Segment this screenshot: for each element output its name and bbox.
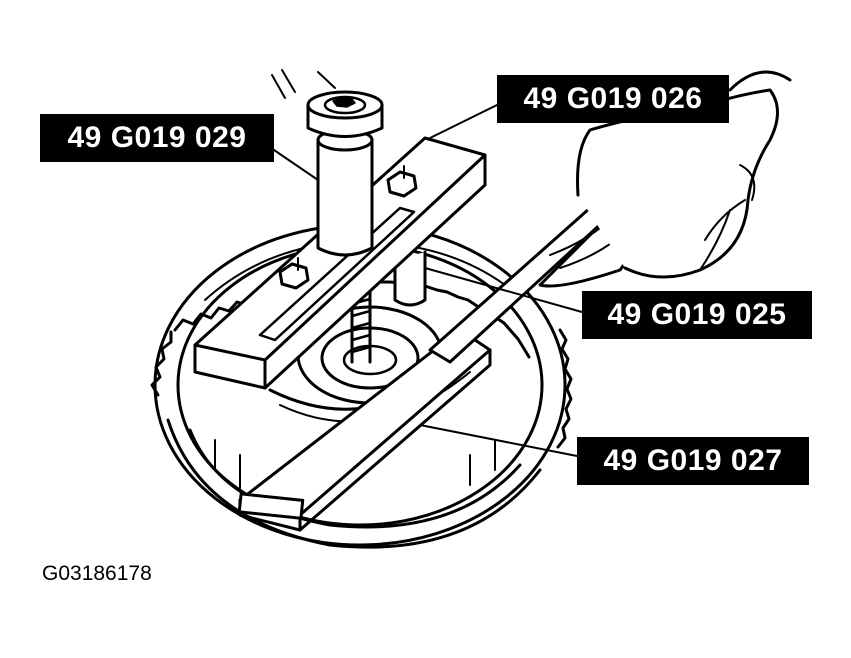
callout-label-027: 49 G019 027 xyxy=(577,437,809,485)
callout-label-029: 49 G019 029 xyxy=(40,114,274,162)
callout-text-025: 49 G019 025 xyxy=(607,298,787,331)
tool-029-cylinder xyxy=(271,69,384,257)
callout-text-026: 49 G019 026 xyxy=(523,82,703,115)
tool-027-bar xyxy=(237,328,492,532)
callout-text-029: 49 G019 029 xyxy=(67,121,247,154)
tool-026-bridge xyxy=(193,136,487,390)
callout-label-026: 49 G019 026 xyxy=(497,75,729,123)
callout-text-027: 49 G019 027 xyxy=(603,444,783,477)
hand xyxy=(576,70,792,279)
figure-id: G03186178 xyxy=(42,562,152,585)
callout-label-025: 49 G019 025 xyxy=(582,291,812,339)
leader-lines xyxy=(273,104,583,457)
tool-025-sleeve xyxy=(393,250,427,307)
